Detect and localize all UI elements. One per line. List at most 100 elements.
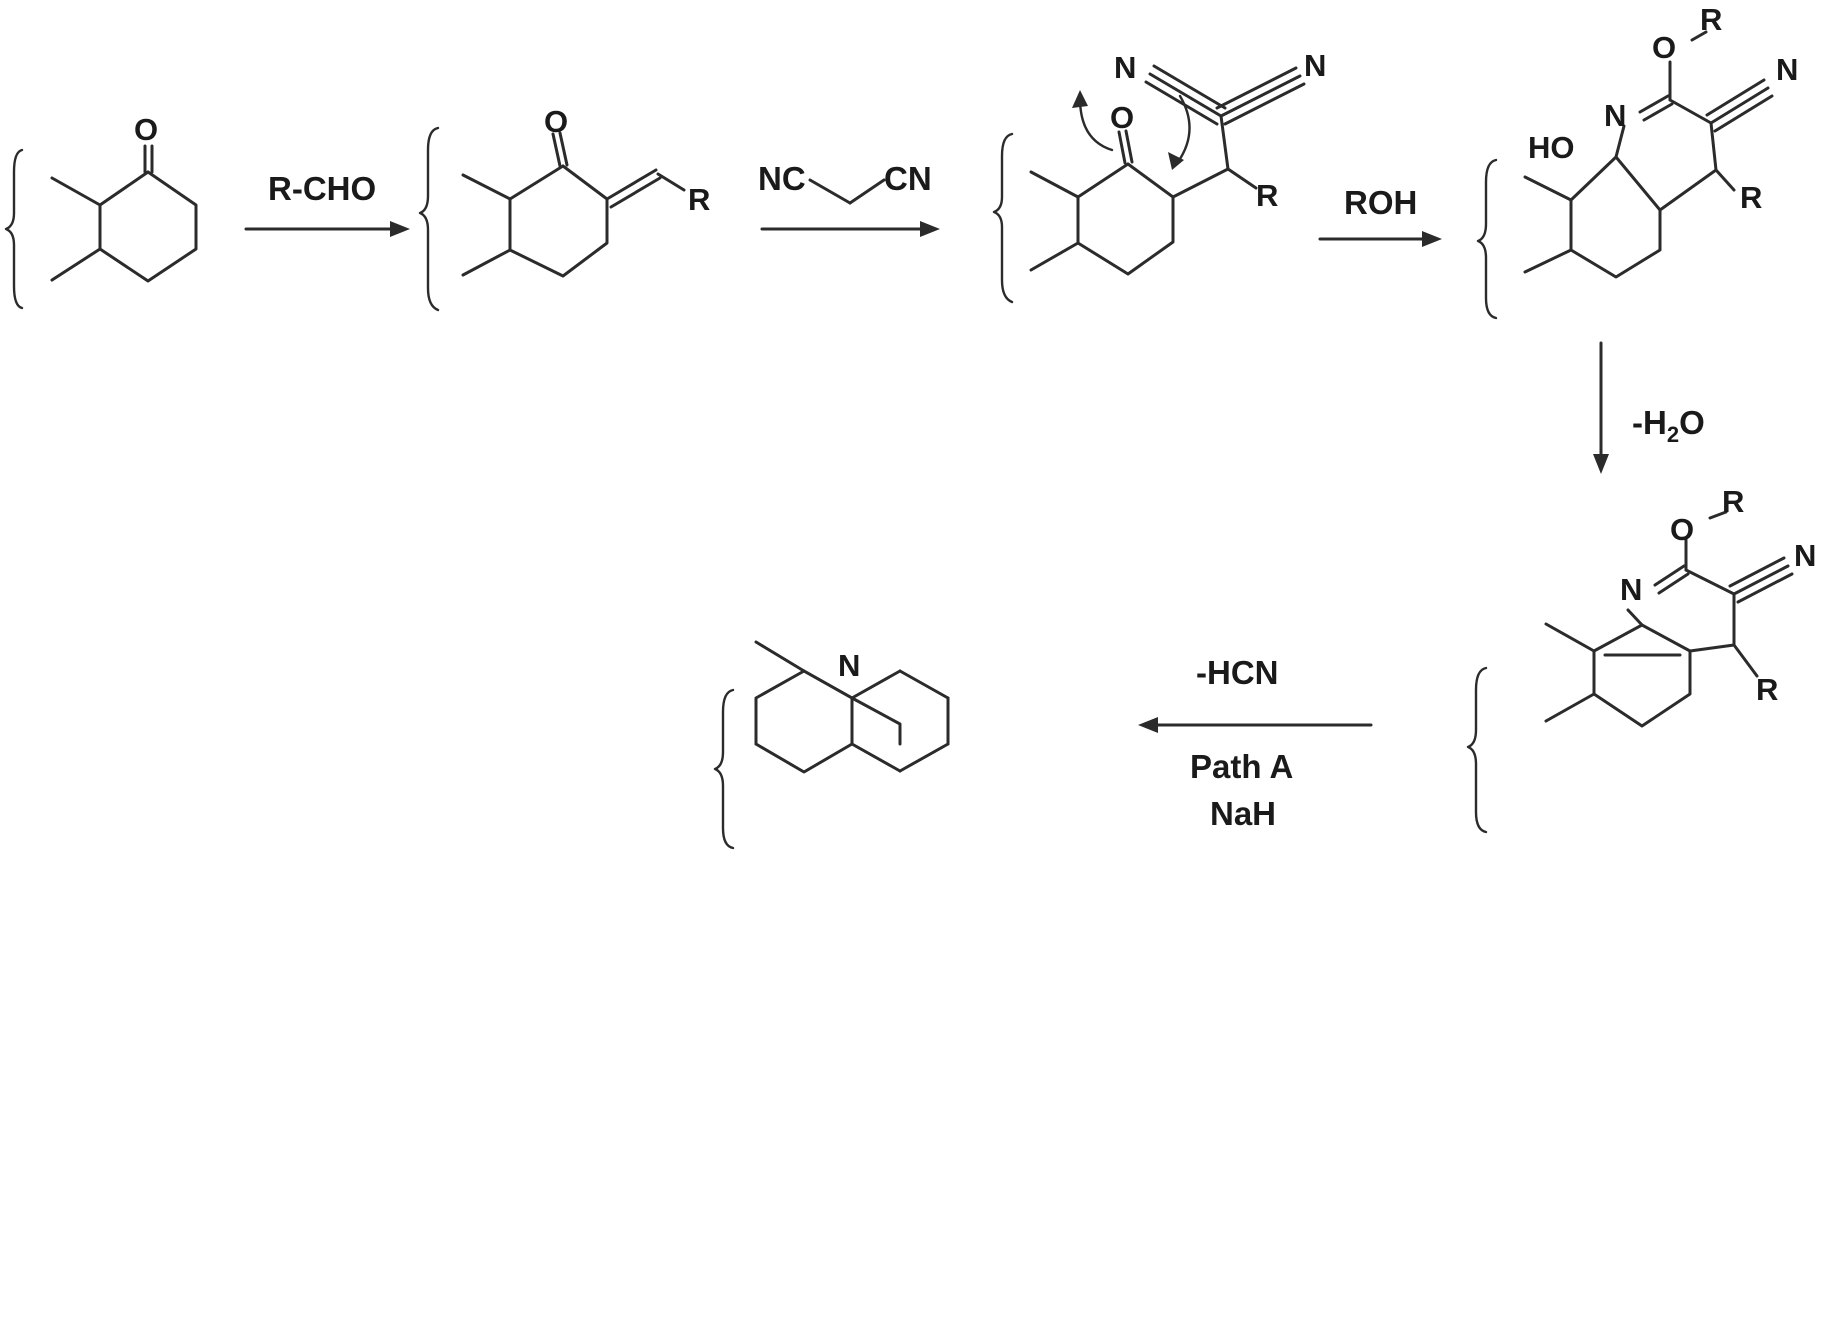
- reagent-dehydration: -H2O: [1632, 404, 1705, 447]
- nitrile-bond-left: [1148, 72, 1223, 118]
- ring: [1076, 162, 1175, 276]
- compound-4-hydroxy-intermediate: HO N O R N R: [1476, 2, 1798, 320]
- nitrogen-label: N: [1620, 572, 1642, 607]
- r-label: R: [688, 182, 710, 217]
- imine-bond: [1657, 572, 1690, 595]
- path-a-label: Path A: [1190, 748, 1293, 785]
- nitrogen-label: N: [1794, 538, 1816, 573]
- methyl-bond: [1544, 692, 1596, 723]
- compound-6-alkoxy-quinoline: N: [713, 640, 950, 850]
- arrow-head: [920, 221, 940, 237]
- methyl-bond: [1544, 622, 1596, 653]
- methyl-bond: [461, 173, 512, 201]
- bond: [551, 132, 562, 168]
- bond: [656, 172, 686, 192]
- reagent-rcho: R-CHO: [268, 170, 376, 207]
- arrow-head: [390, 221, 410, 237]
- malononitrile-nc: NC: [758, 160, 806, 197]
- arrow-head: [1422, 231, 1442, 247]
- bond: [1658, 168, 1718, 212]
- reaction-arrow-2: NC CN: [758, 160, 940, 237]
- bond: [1226, 167, 1258, 190]
- malononitrile-cn: CN: [884, 160, 932, 197]
- reagent-hcn-loss: -HCN: [1196, 654, 1278, 691]
- methyl-bond: [1523, 248, 1573, 274]
- bond: [1124, 129, 1134, 164]
- ring: [508, 164, 609, 278]
- imine-bond: [1642, 102, 1674, 122]
- aromatic-bond: [850, 742, 902, 773]
- bond: [1708, 510, 1728, 520]
- oxygen-label: O: [1652, 30, 1676, 65]
- methyl-bond: [461, 248, 512, 277]
- bond: [1688, 643, 1736, 653]
- reaction-arrow-4: -H2O: [1593, 341, 1705, 474]
- r-label: R: [1700, 2, 1722, 37]
- curved-arrow-head: [1072, 90, 1088, 108]
- aromatic-bond: [898, 742, 950, 773]
- oxygen-label: O: [134, 112, 158, 147]
- methyl-bond: [50, 247, 102, 282]
- ring: [98, 170, 198, 283]
- brace-6: [713, 688, 735, 850]
- reaction-arrow-path-a: -HCN Path A NaH: [1138, 654, 1373, 832]
- nitrogen-label: N: [1604, 98, 1626, 133]
- bond: [1668, 98, 1713, 125]
- malononitrile-bond: [848, 178, 886, 205]
- nitrile-bond: [1705, 78, 1766, 117]
- imine-bond: [1653, 564, 1686, 587]
- saturated-ring: [1592, 623, 1692, 728]
- imine-bond: [1638, 94, 1670, 114]
- r-label: R: [1756, 672, 1778, 707]
- curved-arrow-mechanism: [1176, 94, 1191, 164]
- curved-arrow-head: [1168, 152, 1184, 170]
- aromatic-bond: [802, 669, 854, 700]
- compound-3-michael-adduct: O N N R: [992, 48, 1326, 304]
- compound-5-dihydroquinoline: N O R N R: [1466, 484, 1816, 834]
- nitrile-bond: [1713, 94, 1774, 133]
- nitrile-bond-left: [1144, 80, 1219, 126]
- nitrile-bond: [1728, 556, 1786, 588]
- nitrile-bond-right: [1219, 74, 1302, 118]
- exocyclic-double-bond: [609, 176, 662, 209]
- compound-1-cyclohexanone: O: [4, 112, 198, 310]
- saturated-ring: [1569, 155, 1662, 279]
- nitrile-bond-left: [1152, 64, 1227, 110]
- brace-1: [4, 148, 24, 310]
- pyridine-ring: [850, 696, 902, 746]
- reagent-roh: ROH: [1344, 184, 1417, 221]
- nitrogen-label: N: [1304, 48, 1326, 83]
- reaction-arrow-1: R-CHO: [244, 170, 410, 237]
- r-label: R: [1740, 180, 1762, 215]
- methyl-bond: [754, 640, 806, 673]
- nitrile-bond: [1709, 86, 1770, 125]
- methyl-bond: [50, 176, 102, 207]
- brace-2: [418, 126, 440, 312]
- malononitrile-bond: [808, 178, 852, 205]
- bond: [1714, 168, 1736, 192]
- saturated-ring: [754, 669, 854, 774]
- nitrogen-label: N: [838, 648, 860, 683]
- nitrile-bond: [1736, 572, 1794, 604]
- r-label: R: [1722, 484, 1744, 519]
- reaction-arrow-3: ROH: [1318, 184, 1442, 247]
- oxygen-label: O: [1110, 100, 1134, 135]
- nitrile-bond: [1732, 564, 1790, 596]
- bond: [1709, 121, 1718, 172]
- bond: [1117, 130, 1127, 165]
- hydroxyl-label: HO: [1528, 130, 1575, 165]
- methyl-bond: [1523, 175, 1573, 202]
- nitrile-bond-right: [1223, 82, 1306, 126]
- bond: [1684, 568, 1736, 596]
- aromatic-bond: [850, 669, 902, 700]
- oxygen-label: O: [544, 104, 568, 139]
- r-label: R: [1256, 178, 1278, 213]
- compound-2-arylidene-ketone: O R: [418, 104, 710, 312]
- aromatic-bond: [898, 669, 950, 700]
- bond: [1171, 167, 1230, 199]
- methyl-bond: [1029, 170, 1080, 199]
- bond: [1614, 124, 1626, 159]
- oxygen-label: O: [1670, 512, 1694, 547]
- nitrile-bond-right: [1215, 66, 1298, 110]
